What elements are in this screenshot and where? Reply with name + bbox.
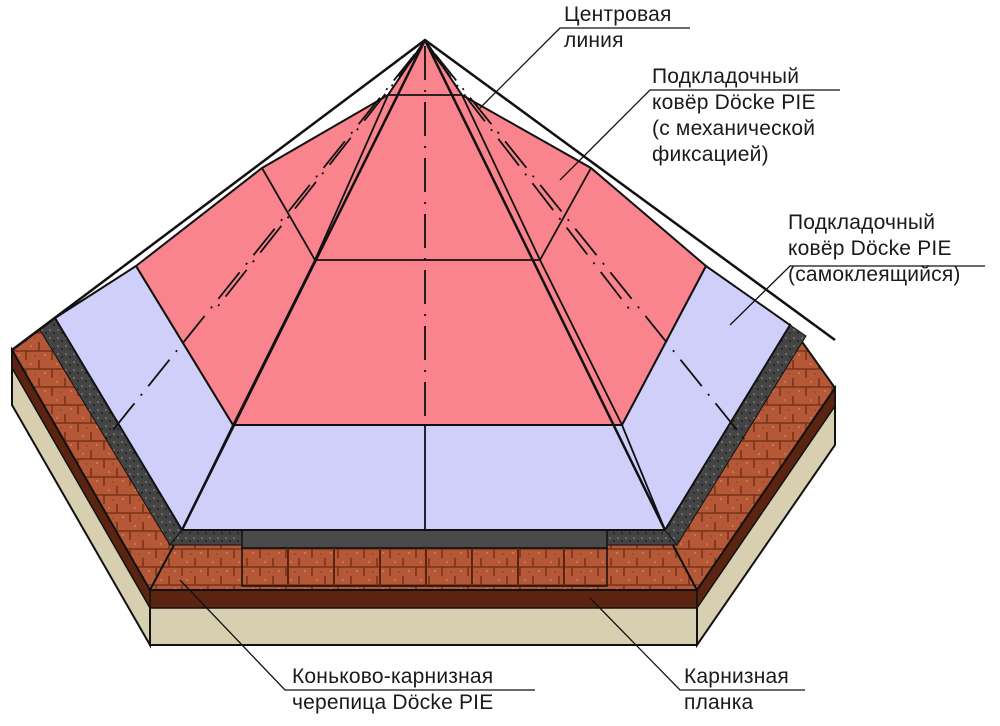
overlap-seams xyxy=(135,94,707,531)
label-ridge-eave: Коньково-карнизная черепица Döcke PIE xyxy=(292,664,493,716)
label-center-line-l2: линия xyxy=(564,29,624,52)
seam-top xyxy=(314,94,541,261)
roof-outer-left xyxy=(11,39,426,351)
label-ridge-eave-l2: черепица Döcke PIE xyxy=(292,691,494,714)
leader-eave-strip xyxy=(589,597,805,691)
label-underlay-mech-l2: ковёр Döcke PIE xyxy=(652,91,816,114)
ridge-line-right xyxy=(423,39,667,531)
leader-underlay-self xyxy=(729,265,985,326)
label-underlay-mech-l3: (с механической xyxy=(652,117,816,140)
leader-underlay-mech xyxy=(559,89,840,181)
roof-outer-right xyxy=(424,38,836,342)
seam-side-right xyxy=(539,167,592,261)
starter-row-tabs xyxy=(287,548,565,586)
label-underlay-self-l2: ковёр Döcke PIE xyxy=(788,237,952,260)
mechanical-underlay xyxy=(134,38,708,426)
starter-row-brick xyxy=(241,547,608,587)
center-line-right-2 xyxy=(434,53,746,441)
center-line-left-2 xyxy=(104,53,416,441)
underlay-red-face xyxy=(134,38,708,426)
label-center-line: Центровая линия xyxy=(564,2,672,54)
label-eave-strip-l1: Карнизная xyxy=(684,665,789,688)
seam-side-left xyxy=(261,167,316,261)
leader-lines xyxy=(179,27,985,691)
label-eave-strip-l2: планка xyxy=(684,691,754,714)
leader-ridge-eave xyxy=(179,579,535,691)
label-underlay-self-l1: Подкладочный xyxy=(788,211,936,234)
center-lines xyxy=(104,46,746,441)
label-eave-strip: Карнизная планка xyxy=(684,664,789,716)
label-underlay-mech: Подкладочный ковёр Döcke PIE (с механиче… xyxy=(652,64,816,168)
label-underlay-mech-l4: фиксацией) xyxy=(652,143,769,166)
label-ridge-eave-l1: Коньково-карнизная xyxy=(292,665,494,688)
label-underlay-mech-l1: Подкладочный xyxy=(652,65,800,88)
label-center-line-l1: Центровая xyxy=(564,3,672,26)
label-underlay-self: Подкладочный ковёр Döcke PIE (самоклеящи… xyxy=(788,210,961,288)
leader-center-line xyxy=(479,27,690,109)
eave-strip-front xyxy=(149,589,698,609)
label-underlay-self-l3: (самоклеящийся) xyxy=(788,263,961,286)
